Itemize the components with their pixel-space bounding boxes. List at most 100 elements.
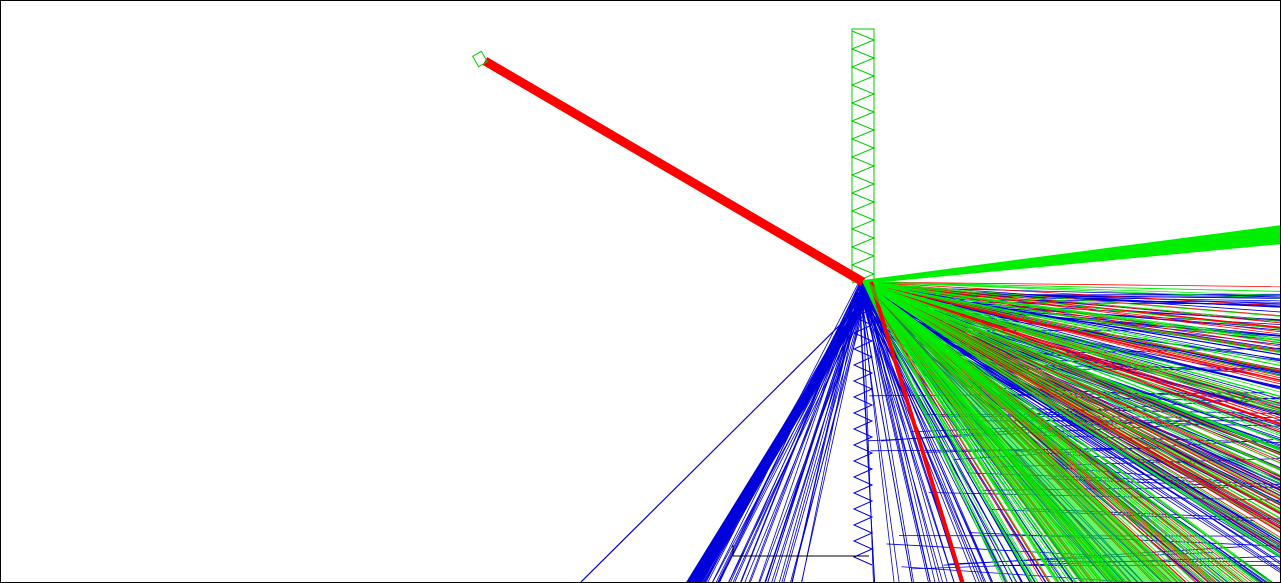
green-track xyxy=(862,281,1280,292)
red-track xyxy=(862,281,1280,347)
blue-track xyxy=(863,294,1280,505)
green-track xyxy=(862,281,1280,407)
green-track xyxy=(862,281,1280,510)
green-track xyxy=(862,281,1280,296)
green-track xyxy=(862,281,1280,550)
green-track xyxy=(862,281,1280,371)
green-track xyxy=(862,281,1051,582)
green-track xyxy=(862,281,1256,582)
red-track xyxy=(862,281,1044,582)
green-track xyxy=(862,281,1280,450)
blue-long-track xyxy=(580,305,860,582)
green-track xyxy=(862,281,1280,339)
green-track xyxy=(862,281,1236,582)
red-track xyxy=(862,281,1280,425)
green-track xyxy=(862,281,1280,412)
blue-track xyxy=(862,293,874,582)
green-track xyxy=(862,281,1280,540)
green-track xyxy=(862,281,1280,376)
blue-track xyxy=(861,299,895,582)
blue-segment xyxy=(911,419,1211,433)
blue-track xyxy=(859,292,875,582)
green-track xyxy=(862,281,1070,582)
axes-indicator xyxy=(732,545,869,557)
green-track xyxy=(862,281,1280,524)
blue-track xyxy=(866,294,1280,302)
green-track xyxy=(862,281,1280,363)
green-track xyxy=(862,281,1260,582)
blue-track xyxy=(801,296,866,582)
red-track xyxy=(862,281,1280,288)
green-track xyxy=(862,281,1280,393)
red-track xyxy=(862,281,1280,307)
blue-track xyxy=(857,281,993,582)
green-track xyxy=(862,281,1280,455)
green-track xyxy=(862,281,1280,494)
green-track xyxy=(862,281,1280,317)
track-end-marker xyxy=(471,50,489,68)
red-track xyxy=(862,281,1280,333)
green-track xyxy=(862,281,1280,485)
red-track xyxy=(862,281,1280,490)
blue-track xyxy=(863,286,914,582)
blue-track xyxy=(717,290,859,582)
green-track xyxy=(862,281,1059,582)
green-dense-wedge xyxy=(863,282,1179,582)
green-track xyxy=(862,281,1280,342)
green-track xyxy=(862,281,1280,397)
green-track xyxy=(862,281,1220,582)
green-track xyxy=(862,281,1077,582)
green-track xyxy=(862,281,1280,547)
detector-cells xyxy=(850,30,876,284)
green-track xyxy=(862,281,1214,582)
green-track xyxy=(862,281,1280,519)
blue-track xyxy=(866,296,936,582)
blue-track xyxy=(861,282,993,582)
blue-track xyxy=(771,285,869,582)
blue-track xyxy=(865,298,1036,582)
blue-track xyxy=(858,283,913,582)
green-track xyxy=(862,281,1280,429)
green-track xyxy=(862,281,1241,582)
green-track xyxy=(862,281,1017,582)
blue-track xyxy=(863,283,948,582)
green-track xyxy=(862,281,1280,436)
green-track xyxy=(862,281,1280,556)
green-track xyxy=(862,281,1039,582)
green-track xyxy=(862,281,1280,330)
green-track xyxy=(862,281,1280,505)
blue-track xyxy=(783,296,866,582)
green-track xyxy=(862,281,1280,470)
green-track xyxy=(862,281,1280,366)
blue-track xyxy=(764,284,868,582)
blue-track xyxy=(779,285,863,582)
blue-thick-bundle xyxy=(686,302,865,582)
green-track xyxy=(862,281,1280,322)
green-track xyxy=(862,281,1280,499)
green-track xyxy=(862,281,1280,476)
green-track xyxy=(862,281,1280,459)
blue-track xyxy=(781,295,863,582)
blue-track xyxy=(791,290,868,582)
lower-detector-cells xyxy=(852,300,874,566)
green-track xyxy=(862,281,1280,354)
blue-track xyxy=(801,286,862,582)
green-track xyxy=(862,281,1280,531)
blue-segment xyxy=(1042,434,1280,444)
green-thick-bundle xyxy=(863,225,1280,284)
green-track xyxy=(862,281,1274,582)
green-track xyxy=(862,281,1246,582)
blue-track xyxy=(744,294,865,582)
red-thick-track xyxy=(482,57,866,286)
green-track xyxy=(862,281,1280,299)
red-steep-track xyxy=(869,281,965,582)
red-track xyxy=(862,281,1280,421)
track-bundles xyxy=(471,50,1280,582)
green-track xyxy=(862,281,1224,582)
blue-track xyxy=(861,288,931,582)
green-track xyxy=(862,281,1280,441)
green-track xyxy=(862,281,1280,464)
detector-frame xyxy=(851,28,875,282)
